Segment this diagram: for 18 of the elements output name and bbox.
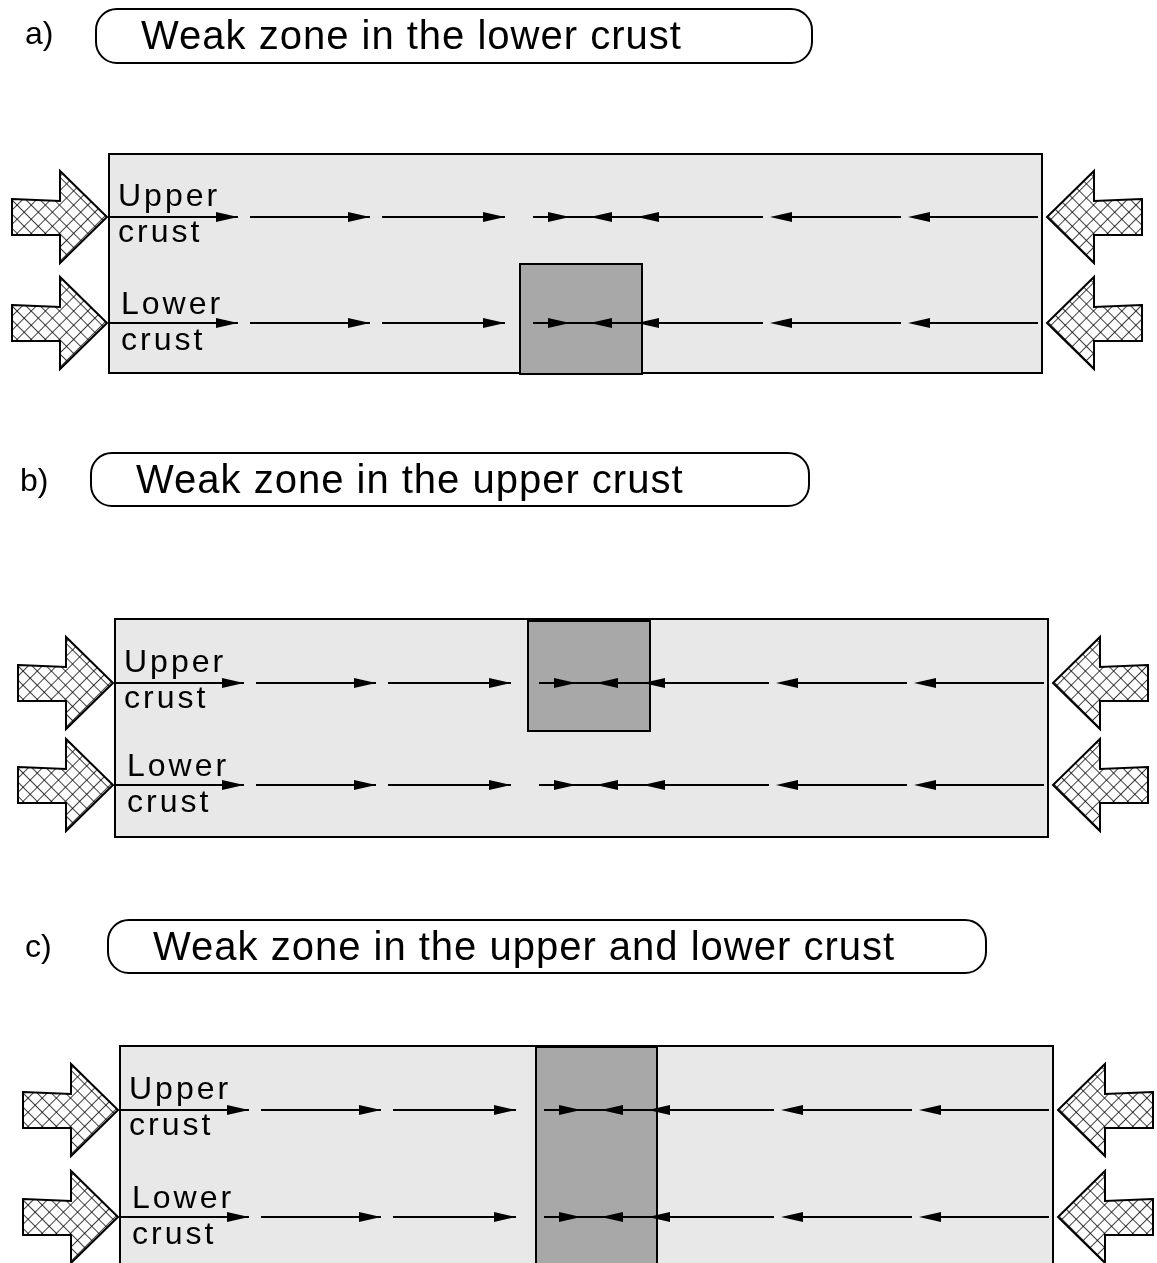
layer-label: Lower crust (121, 285, 225, 357)
weak-zone-box (527, 620, 651, 732)
weak-zone-box (535, 1046, 658, 1263)
layer-label: Lower crust (127, 747, 231, 819)
panel-letter: a) (25, 15, 54, 52)
layer-label: Upper crust (129, 1070, 233, 1142)
title-box: Weak zone in the upper and lower crust (107, 919, 987, 974)
layer-label: Lower crust (132, 1179, 236, 1251)
layer-label: Upper crust (118, 177, 222, 249)
layer-label: Upper crust (124, 643, 228, 715)
panel-letter: c) (25, 928, 52, 965)
title-box: Weak zone in the lower crust (95, 8, 813, 64)
weak-zone-box (519, 263, 643, 375)
crust-panel (108, 153, 1043, 374)
title-box: Weak zone in the upper crust (90, 452, 810, 507)
panel-letter: b) (20, 462, 49, 499)
crust-panel (114, 618, 1049, 838)
crust-panel (119, 1045, 1054, 1263)
